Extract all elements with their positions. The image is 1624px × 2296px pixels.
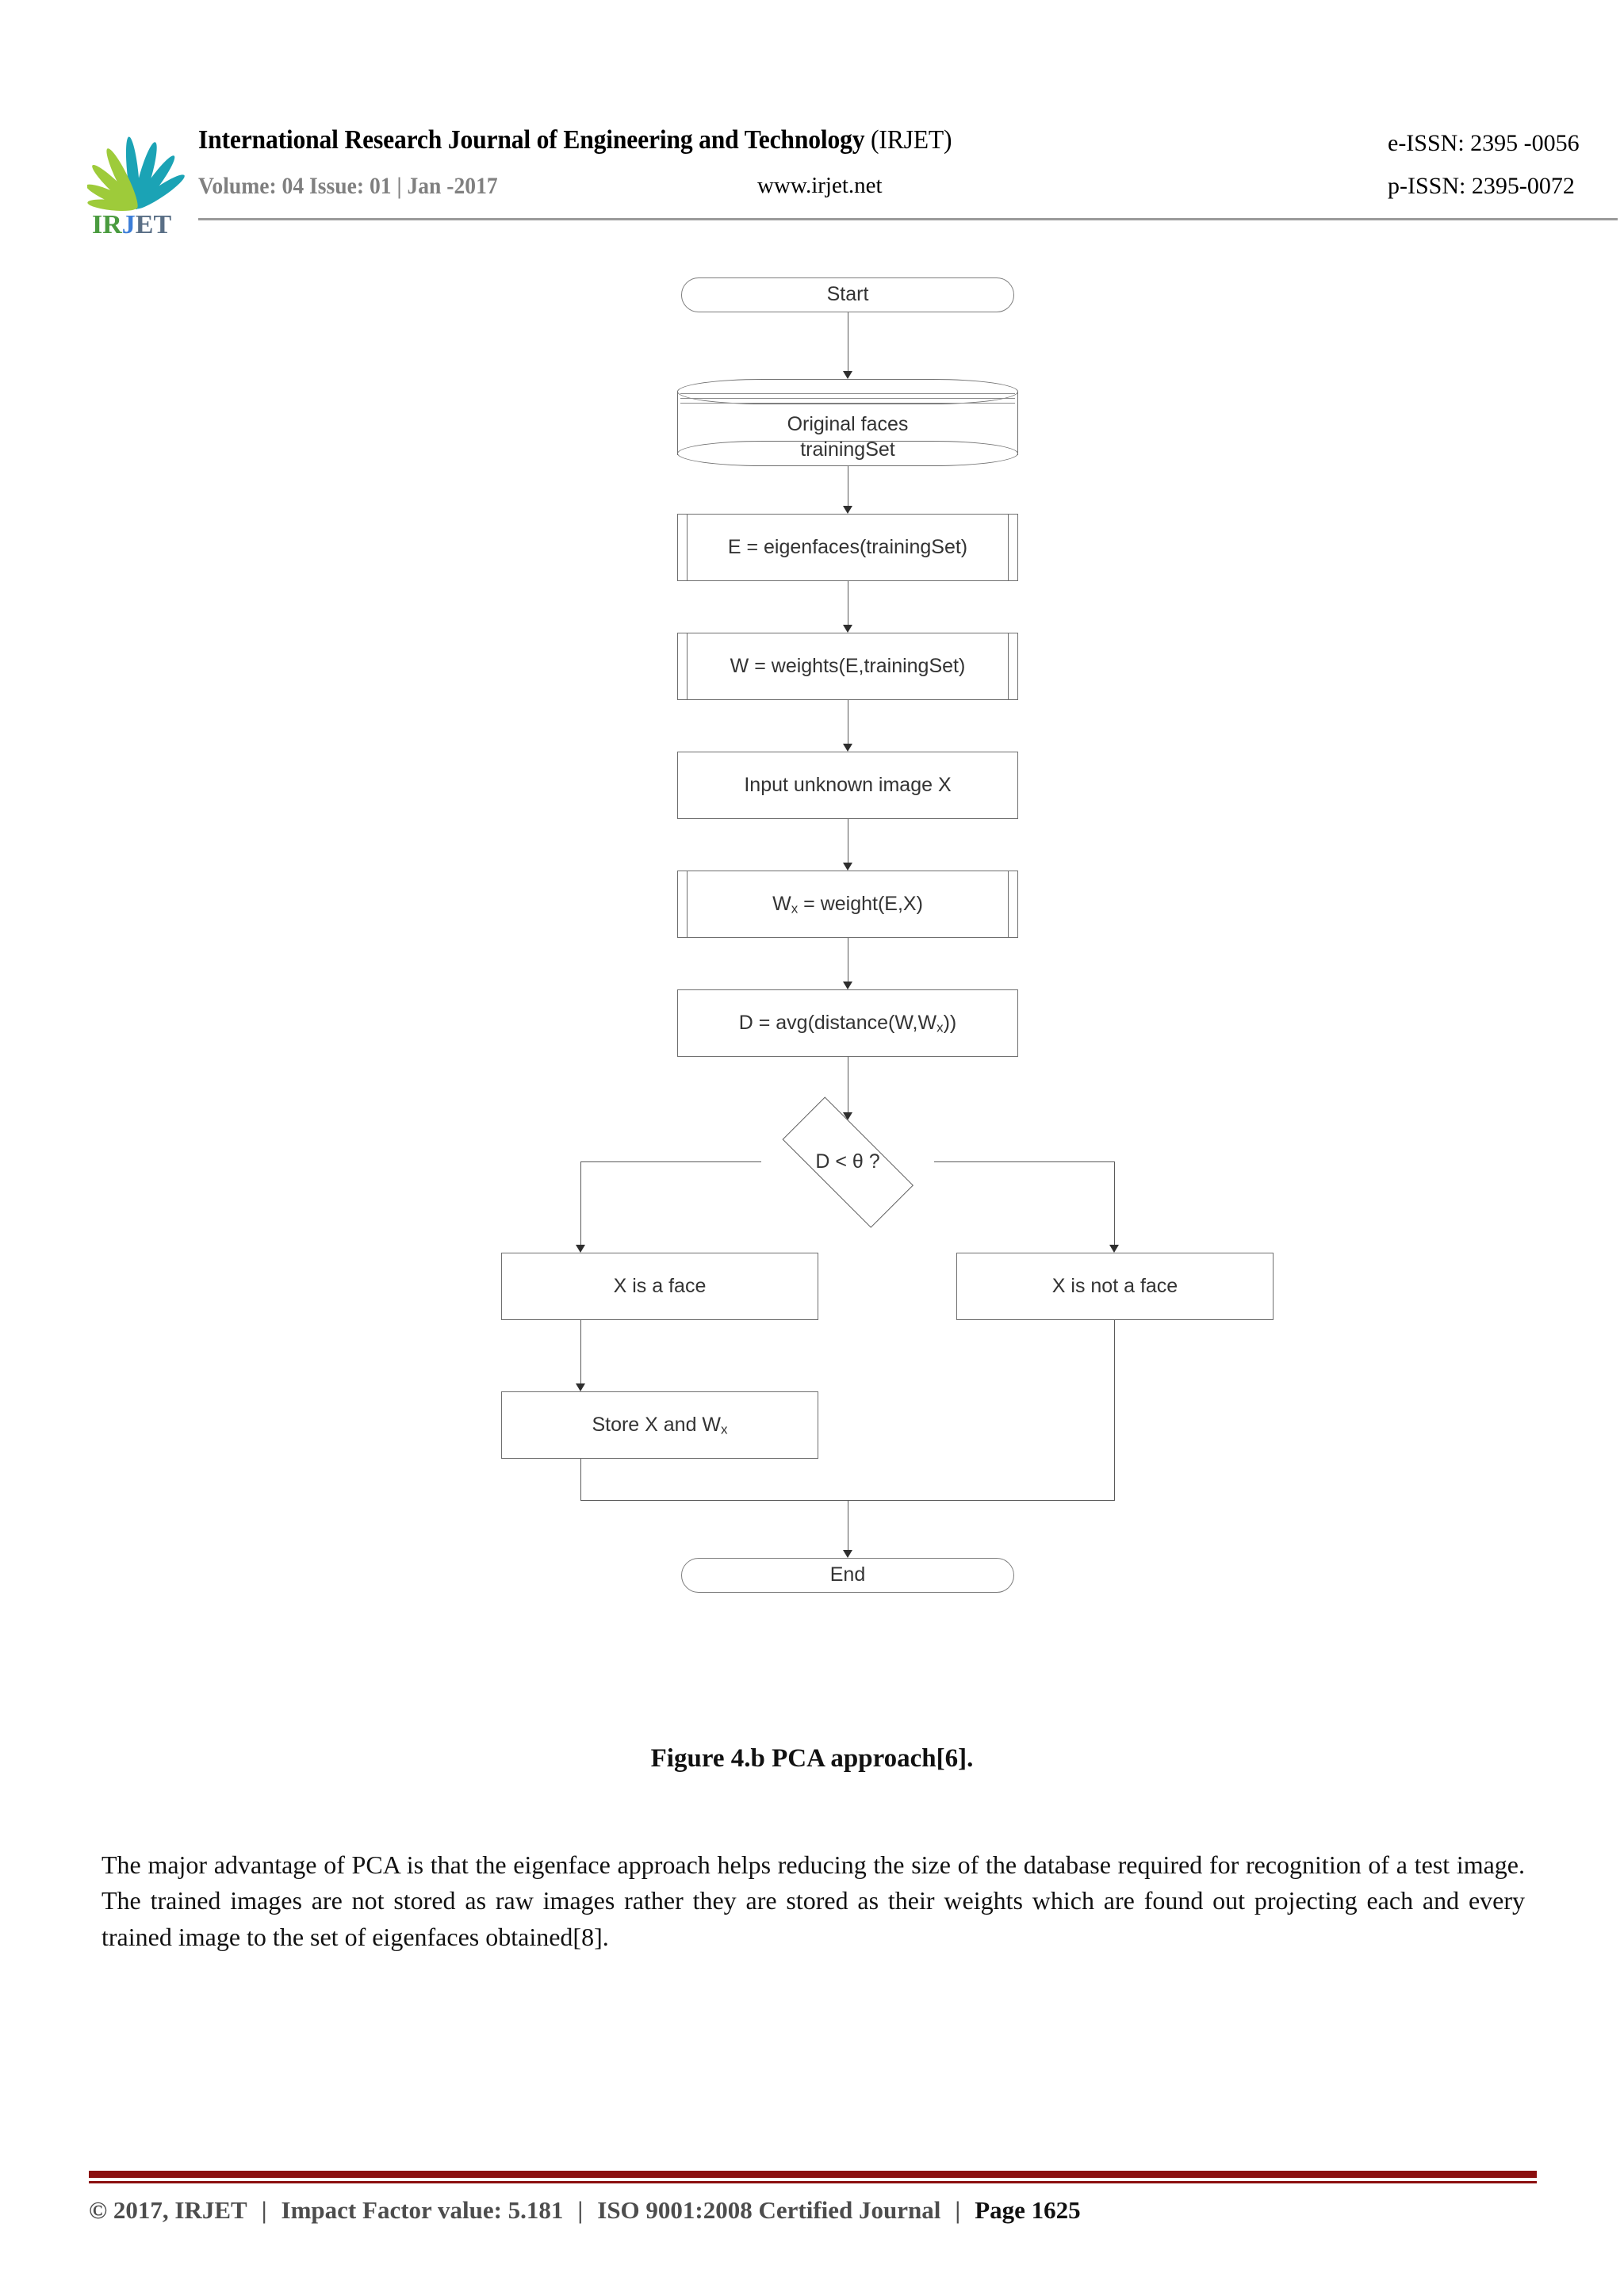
footer-page-number: Page 1625 [975, 2196, 1081, 2224]
flow-node-weight-x: Wx = weight(E,X) [677, 871, 1018, 938]
arrow-merge-end [843, 1550, 852, 1558]
connector-store-down [580, 1459, 581, 1500]
footer-separator-1: | [261, 2196, 267, 2224]
journal-website[interactable]: www.irjet.net [757, 173, 883, 198]
database-top-cap [677, 379, 1018, 404]
footer-copyright: © 2017, IRJET [89, 2196, 247, 2224]
journal-title: International Research Journal of Engine… [198, 125, 1282, 155]
database-label: Original faces trainingSet [677, 413, 1018, 461]
database-label-line1: Original faces [787, 413, 909, 435]
figure-pca-flowchart: Start Original faces trainingSet [0, 277, 1624, 1784]
distance-subscript: x [936, 1020, 944, 1035]
p-issn: p-ISSN: 2395-0072 [1388, 173, 1575, 199]
arrow-db-eigenfaces [843, 506, 852, 514]
irjet-logo-icon: IRJET [87, 136, 185, 238]
arrow-eigenfaces-weights [843, 625, 852, 633]
database-ring-3 [680, 403, 1015, 404]
connector-decision-right [934, 1161, 1115, 1162]
flow-node-start-label: Start [826, 283, 869, 306]
database-ring-1 [680, 393, 1015, 394]
weight-x-subscript: x [791, 901, 799, 916]
footer-separator-3: | [955, 2196, 961, 2224]
flow-node-not-face: X is not a face [956, 1253, 1274, 1320]
connector-decision-left [580, 1161, 761, 1162]
flow-node-start: Start [681, 277, 1014, 312]
flow-node-end-label: End [829, 1563, 866, 1586]
flow-node-weights: W = weights(E,trainingSet) [677, 633, 1018, 700]
body-paragraph: The major advantage of PCA is that the e… [102, 1850, 1525, 1951]
arrow-isface-store [576, 1383, 585, 1391]
flow-node-eigenfaces: E = eigenfaces(trainingSet) [677, 514, 1018, 581]
weight-x-rest: = weight(E,X) [798, 892, 923, 915]
arrow-input-weightx [843, 863, 852, 871]
flow-node-input-image-label: Input unknown image X [744, 773, 952, 796]
database-ring-2 [680, 398, 1015, 399]
flow-node-input-image: Input unknown image X [677, 752, 1018, 819]
distance-rest: )) [943, 1011, 957, 1034]
connector-isface-store [580, 1320, 581, 1387]
connector-notface-down [1114, 1320, 1115, 1500]
weight-x-var: W [772, 892, 791, 915]
flow-node-store-label: Store X and Wx [592, 1413, 727, 1438]
footer-separator-2: | [577, 2196, 584, 2224]
volume-issue: Volume: 04 Issue: 01 | Jan -2017 [198, 173, 498, 199]
arrow-decision-isface [576, 1245, 585, 1253]
flow-node-is-face: X is a face [501, 1253, 818, 1320]
connector-right-down [1114, 1161, 1115, 1249]
flow-node-eigenfaces-label: E = eigenfaces(trainingSet) [727, 535, 968, 558]
distance-expr: D = avg(distance(W,W [738, 1011, 937, 1034]
arrow-weights-input [843, 744, 852, 752]
footer-text: © 2017, IRJET | Impact Factor value: 5.181… [89, 2196, 1537, 2225]
arrow-distance-decision [843, 1112, 852, 1120]
e-issn: e-ISSN: 2395 -0056 [1388, 130, 1580, 156]
journal-abbrev: (IRJET) [871, 125, 952, 155]
arrow-start-db [843, 371, 852, 379]
flow-node-distance: D = avg(distance(W,Wx)) [677, 989, 1018, 1057]
flow-node-distance-label: D = avg(distance(W,Wx)) [739, 1011, 957, 1036]
connector-left-down [580, 1161, 581, 1249]
flow-node-not-face-label: X is not a face [1051, 1274, 1178, 1297]
flow-node-store: Store X and Wx [501, 1391, 818, 1459]
journal-title-main: International Research Journal of Engine… [198, 125, 865, 155]
footer-certification: ISO 9001:2008 Certified Journal [597, 2196, 941, 2224]
arrow-weightx-distance [843, 982, 852, 989]
svg-text:IRJET: IRJET [92, 210, 171, 238]
decision-label: D < θ ? [815, 1150, 880, 1173]
store-text: Store X and W [592, 1413, 722, 1436]
flow-node-weight-x-label: Wx = weight(E,X) [772, 892, 923, 917]
footer-rule-thick [89, 2171, 1537, 2178]
flow-node-decision: D < θ ? [760, 1096, 935, 1228]
footer-impact-factor: Impact Factor value: 5.181 [281, 2196, 564, 2224]
flowchart: Start Original faces trainingSet [495, 277, 1274, 1768]
flow-node-is-face-label: X is a face [613, 1274, 707, 1297]
database-bottom-cap [677, 441, 1018, 466]
database-label-line2: trainingSet [800, 438, 895, 461]
flow-node-end: End [681, 1558, 1014, 1593]
figure-caption: Figure 4.b PCA approach[6]. [650, 1744, 974, 1773]
flow-node-database: Original faces trainingSet [677, 379, 1018, 466]
footer-rule-thin [89, 2181, 1537, 2183]
store-subscript: x [721, 1422, 728, 1437]
irjet-logo: IRJET [87, 127, 190, 238]
flow-node-weights-label: W = weights(E,trainingSet) [730, 654, 966, 677]
arrow-decision-notface [1109, 1245, 1119, 1253]
page-header: IRJET International Research Journal of … [87, 119, 1618, 238]
header-divider [198, 218, 1618, 220]
